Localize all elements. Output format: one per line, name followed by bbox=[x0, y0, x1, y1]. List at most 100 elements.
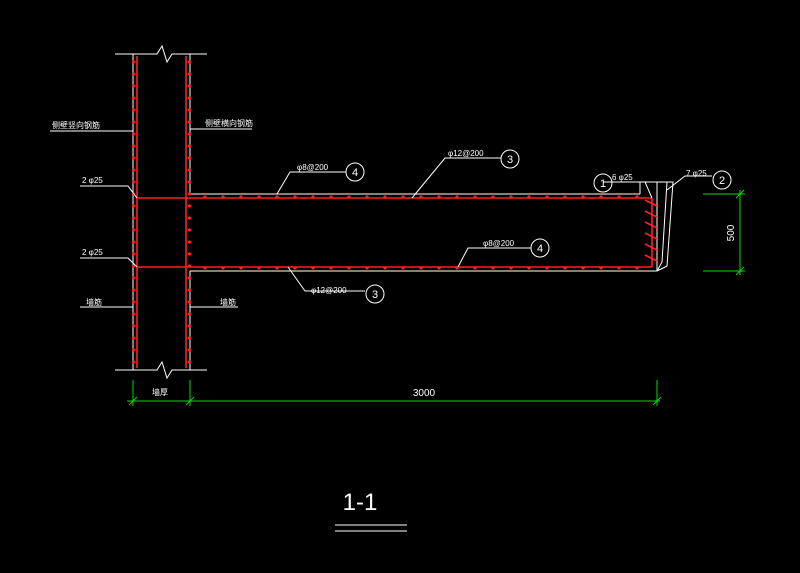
rebar-dot bbox=[617, 266, 621, 270]
label-bottom-phi8: φ8@200 bbox=[483, 239, 515, 248]
rebar-dot bbox=[131, 264, 136, 268]
rebar-dot bbox=[187, 276, 192, 280]
label-wall-right-mid: 墙筋 bbox=[220, 297, 236, 307]
rebar-dot bbox=[131, 348, 136, 352]
rebar-dot bbox=[293, 195, 297, 199]
rebar-dot bbox=[187, 108, 192, 112]
rebar-dot bbox=[239, 266, 243, 270]
rebar-dot bbox=[203, 195, 207, 199]
label-top-phi8: φ8@200 bbox=[297, 163, 329, 172]
rebar-dot bbox=[131, 144, 136, 148]
hook-bar bbox=[644, 243, 658, 251]
marker-3-bottom: 3 bbox=[365, 284, 385, 304]
rebar-dot bbox=[187, 348, 192, 352]
rebar-dot bbox=[527, 266, 531, 270]
rebar-dot bbox=[187, 288, 192, 292]
rebar-dot bbox=[311, 195, 315, 199]
rebar-dot bbox=[187, 156, 192, 160]
rebar-dot bbox=[131, 240, 136, 244]
rebar-dot bbox=[131, 168, 136, 172]
slab-outline bbox=[190, 181, 658, 272]
rebar-dot bbox=[187, 312, 192, 316]
label-wall-left-top: 侧壁竖向钢筋 bbox=[52, 120, 100, 130]
rebar-dot bbox=[563, 266, 567, 270]
rebar-dot bbox=[131, 132, 136, 136]
rebar-dot bbox=[257, 266, 261, 270]
rebar-dot bbox=[599, 195, 603, 199]
rebar-dot bbox=[187, 60, 192, 64]
rebar-dot bbox=[437, 195, 441, 199]
rebar-dot bbox=[365, 266, 369, 270]
rebar-dot bbox=[131, 312, 136, 316]
rebar-dot bbox=[187, 252, 192, 256]
wall-outline bbox=[132, 54, 191, 370]
rebar-dot bbox=[131, 72, 136, 76]
rebar-dot bbox=[187, 192, 192, 196]
end-hook-rebars bbox=[644, 181, 674, 272]
svg-text:3: 3 bbox=[507, 154, 513, 166]
rebar-dot bbox=[329, 266, 333, 270]
hook-bar bbox=[644, 221, 658, 229]
rebar-dot bbox=[131, 60, 136, 64]
label-top-phi12: φ12@200 bbox=[448, 149, 484, 158]
rebar-dot bbox=[473, 195, 477, 199]
marker-4-bottom: 4 bbox=[530, 238, 550, 258]
rebar-dot bbox=[221, 195, 225, 199]
slab-rebars bbox=[137, 197, 653, 268]
rebar-dot bbox=[401, 266, 405, 270]
dimension-span-text: 3000 bbox=[413, 388, 436, 399]
rebar-dot bbox=[131, 180, 136, 184]
rebar-dot bbox=[383, 266, 387, 270]
dimension-span: 3000 bbox=[127, 380, 662, 406]
hook-bar bbox=[644, 254, 658, 262]
marker-3-top: 3 bbox=[500, 149, 520, 169]
rebar-dot bbox=[491, 195, 495, 199]
svg-text:1: 1 bbox=[600, 178, 606, 190]
label-wall-bottom: 墙厚 bbox=[152, 387, 168, 397]
rebar-dot bbox=[131, 300, 136, 304]
rebar-dot bbox=[131, 216, 136, 220]
bottom-break-line bbox=[115, 360, 207, 380]
rebar-dot bbox=[131, 276, 136, 280]
hook-bar bbox=[644, 232, 658, 240]
rebar-dot bbox=[131, 252, 136, 256]
rebar-dot bbox=[221, 266, 225, 270]
rebar-dot bbox=[581, 266, 585, 270]
rebar-dot bbox=[545, 266, 549, 270]
wall-rebar-dots bbox=[131, 60, 192, 364]
rebar-dot bbox=[293, 266, 297, 270]
rebar-dot bbox=[131, 120, 136, 124]
rebar-dot bbox=[187, 84, 192, 88]
svg-text:4: 4 bbox=[352, 167, 358, 179]
dimension-depth-text: 500 bbox=[726, 224, 737, 241]
rebar-dot bbox=[311, 266, 315, 270]
rebar-dot bbox=[599, 266, 603, 270]
rebar-dot bbox=[131, 108, 136, 112]
rebar-dot bbox=[187, 360, 192, 364]
label-wall-left-mid: 墙筋 bbox=[86, 297, 102, 307]
rebar-dot bbox=[131, 96, 136, 100]
rebar-dot bbox=[347, 195, 351, 199]
rebar-dot bbox=[187, 228, 192, 232]
rebar-dot bbox=[527, 195, 531, 199]
rebar-dot bbox=[187, 240, 192, 244]
rebar-dot bbox=[365, 195, 369, 199]
label-7phi25: 7 φ25 bbox=[686, 169, 707, 178]
rebar-dot bbox=[187, 120, 192, 124]
rebar-dot bbox=[187, 168, 192, 172]
rebar-dot bbox=[581, 195, 585, 199]
hook-bar bbox=[644, 199, 658, 207]
rebar-dot bbox=[257, 195, 261, 199]
dimension-depth: 500 bbox=[703, 189, 745, 276]
slab-rebar-dots bbox=[203, 195, 639, 270]
rebar-dot bbox=[187, 216, 192, 220]
rebar-dot bbox=[635, 195, 639, 199]
rebar-dot bbox=[131, 156, 136, 160]
rebar-dot bbox=[455, 195, 459, 199]
rebar-dot bbox=[187, 96, 192, 100]
rebar-dot bbox=[187, 336, 192, 340]
marker-4-top: 4 bbox=[345, 162, 365, 182]
rebar-dot bbox=[617, 195, 621, 199]
rebar-dot bbox=[187, 144, 192, 148]
